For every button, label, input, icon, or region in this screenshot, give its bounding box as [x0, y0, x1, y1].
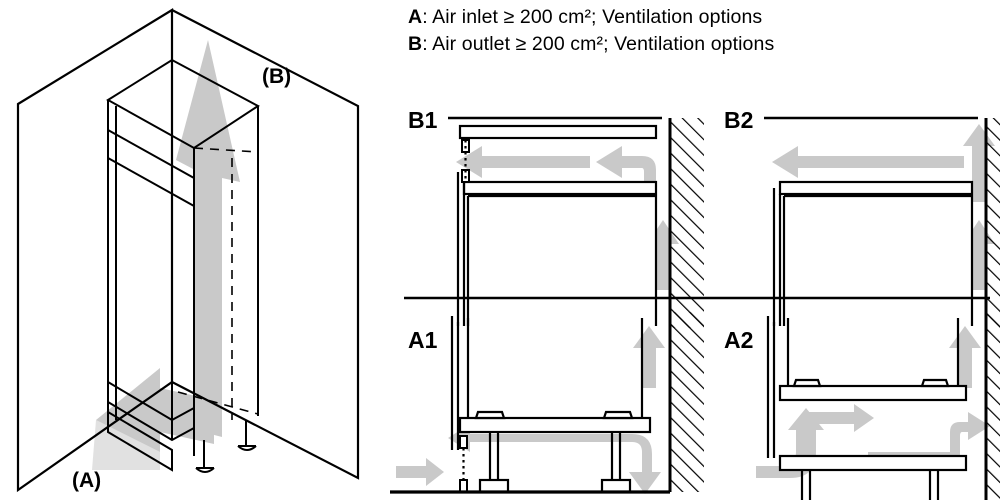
panel-a2: A2	[724, 312, 1000, 500]
panel-a1-label: A1	[408, 327, 438, 353]
a1-vent-gap	[459, 435, 468, 493]
cabinet-header-rail-top	[107, 129, 195, 179]
a2-leg-left	[800, 470, 812, 500]
a2-arrow-inlet-top	[806, 404, 874, 432]
b2-door-panel	[772, 188, 782, 326]
a1-vent-marker-top	[459, 435, 468, 449]
a1-vent-marker-bottom	[459, 479, 468, 493]
legend-line-b: B: Air outlet ≥ 200 cm²; Ventilation opt…	[408, 31, 988, 58]
a2-wall-hatch	[986, 312, 1000, 500]
iso-caption-outlet: (B)	[262, 65, 291, 88]
hidden-edge-rear-lower	[177, 391, 259, 415]
a1-door-panel	[450, 316, 460, 450]
b1-arrow-horizontal	[456, 146, 590, 178]
a1-wall-hatch	[670, 312, 704, 492]
a1-cabinet-body	[466, 318, 644, 418]
panel-b2-label: B2	[724, 107, 753, 133]
panel-a2-structure	[766, 316, 968, 500]
panel-b1: B1	[408, 107, 704, 328]
foot-front	[195, 440, 215, 473]
panel-b2: B2	[724, 107, 1000, 328]
b1-wall-hatch	[670, 118, 704, 328]
a1-leg-right	[610, 432, 622, 480]
a2-appliance-pad-left	[792, 378, 822, 388]
a1-arrow-elbow-base	[448, 424, 661, 494]
a2-appliance-pad-right	[920, 378, 950, 388]
b1-soffit-board	[458, 124, 658, 140]
b1-cabinet-top-board	[462, 180, 658, 196]
a2-cabinet-floor-board	[778, 384, 968, 402]
legend-key-a: A	[408, 6, 423, 28]
a2-cabinet-body	[786, 318, 960, 386]
a1-appliance-pad-left	[474, 410, 506, 420]
a2-plinth-shelf-board	[778, 454, 968, 472]
foot-rear	[237, 420, 257, 451]
options-area: A: Air inlet ≥ 200 cm²; Ventilation opti…	[390, 0, 1000, 500]
b2-wall-hatch	[986, 118, 1000, 328]
isometric-illustration: (B) (A)	[0, 0, 390, 500]
a2-door-panel	[766, 316, 776, 458]
legend-text-b: : Air outlet ≥ 200 cm²; Ventilation opti…	[422, 33, 775, 55]
b2-cabinet-body	[782, 194, 974, 326]
a1-arrow-rise-upper	[633, 326, 665, 388]
b2-cabinet-top-board	[778, 180, 974, 196]
a2-arrow-elbow-upper	[868, 412, 990, 460]
panel-a1-structure	[450, 316, 652, 494]
panel-a2-label: A2	[724, 327, 753, 353]
options-svg: B1	[390, 107, 1000, 500]
b1-arrow-elbow	[596, 146, 656, 205]
a1-foot-right	[600, 478, 632, 494]
b1-vent-gap	[461, 139, 470, 183]
cabinet-carcass	[106, 58, 260, 472]
b1-wall	[668, 118, 704, 328]
b1-cabinet-body	[466, 194, 658, 326]
b1-door-panel	[456, 172, 466, 326]
cabinet-header-rail-bottom	[107, 157, 195, 207]
outlet-arrow-shape	[176, 40, 240, 437]
cabinet-plinth	[107, 410, 173, 472]
legend-key-b: B	[408, 33, 423, 55]
legend-line-a: A: Air inlet ≥ 200 cm²; Ventilation opti…	[408, 4, 988, 31]
b2-wall	[984, 118, 1000, 328]
cabinet-hidden-edges	[177, 147, 259, 420]
panel-a1: A1	[390, 312, 704, 494]
a1-cabinet-floor-board	[458, 416, 652, 434]
panel-b1-label: B1	[408, 107, 438, 133]
legend-text-a: : Air inlet ≥ 200 cm²; Ventilation optio…	[422, 6, 763, 28]
cabinet-feet	[195, 420, 257, 473]
a2-wall	[984, 312, 1000, 500]
a1-wall	[668, 312, 704, 492]
hidden-edge-top-rear	[193, 147, 259, 153]
a1-foot-left	[478, 478, 510, 494]
a2-arrow-rise-upper	[949, 326, 981, 388]
isometric-svg: (B) (A)	[16, 8, 360, 493]
b2-arrow-horizontal	[772, 146, 964, 178]
a1-arrow-inlet	[396, 458, 444, 486]
wall-right	[171, 9, 360, 480]
panel-b1-structure	[456, 124, 658, 326]
a1-leg-left	[488, 432, 500, 480]
a1-appliance-pad-right	[602, 410, 634, 420]
legend: A: Air inlet ≥ 200 cm²; Ventilation opti…	[408, 4, 988, 58]
panel-b2-structure	[772, 180, 974, 326]
iso-caption-inlet: (A)	[72, 469, 101, 492]
a2-leg-right	[928, 470, 940, 500]
